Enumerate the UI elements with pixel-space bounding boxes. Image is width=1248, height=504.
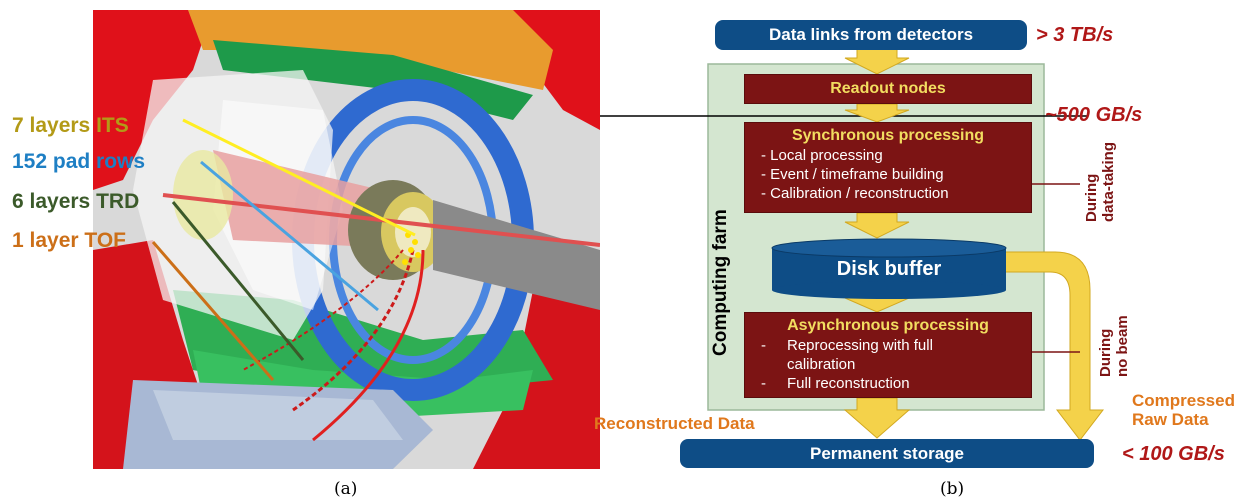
async-item-text: Reprocessing with full <box>787 337 933 354</box>
disk-buffer-label: Disk buffer <box>836 258 942 280</box>
during-data-taking-line2: data-taking <box>1100 141 1117 222</box>
readout-label: Readout nodes <box>830 80 946 97</box>
sync-list: - Local processing - Event / timeframe b… <box>761 146 1031 203</box>
async-title: Asynchronous processing <box>787 317 989 334</box>
data-flow-diagram: Data links from detectors > 3 TB/s Reado… <box>594 0 1248 504</box>
label-tof-text: 1 layer TOF <box>12 229 127 252</box>
async-item-text: calibration <box>787 356 856 373</box>
sync-title: Synchronous processing <box>791 127 985 144</box>
async-item: - Reprocessing with full <box>761 336 1031 355</box>
compressed-line1: Compressed <box>1132 391 1235 410</box>
sync-item: - Event / timeframe building <box>761 166 944 183</box>
label-trd-text: 6 layers TRD <box>12 190 140 213</box>
data-links-box: Data links from detectors <box>715 20 1027 50</box>
permanent-storage-box: Permanent storage <box>680 439 1094 468</box>
readout-box: Readout nodes <box>744 74 1032 104</box>
detector-illustration <box>93 10 600 469</box>
async-list: - Reprocessing with full calibration - Ful… <box>761 336 1031 393</box>
data-links-label: Data links from detectors <box>768 25 974 44</box>
during-data-taking: During data-taking <box>1083 142 1117 222</box>
compressed-raw-label: Compressed Raw Data <box>1132 391 1235 429</box>
during-no-beam: During no beam <box>1097 315 1131 377</box>
label-its-text: 7 layers ITS <box>12 114 129 137</box>
sync-box: Synchronous processing - Local processin… <box>744 122 1032 213</box>
permanent-storage-label: Permanent storage <box>810 444 964 463</box>
bullet: - <box>761 375 766 392</box>
caption-a: (a) <box>334 479 358 499</box>
rate-mid: ~500 GB/s <box>1045 104 1143 126</box>
caption-b: (b) <box>940 479 965 499</box>
async-box: Asynchronous processing - Reprocessing wi… <box>744 312 1032 398</box>
rate-out: < 100 GB/s <box>1122 443 1225 465</box>
computing-farm-label: Computing farm <box>710 209 731 356</box>
async-item-text: Full reconstruction <box>787 375 910 392</box>
compressed-line2: Raw Data <box>1132 410 1209 429</box>
sync-item: - Calibration / reconstruction <box>761 185 949 202</box>
sync-item: - Local processing <box>761 147 883 164</box>
async-item: calibration <box>761 355 1031 374</box>
label-pad-rows-text: 152 pad rows <box>12 150 146 173</box>
during-no-beam-line2: no beam <box>1114 315 1131 377</box>
bullet: - <box>761 337 766 354</box>
async-item: - Full reconstruction <box>761 374 1031 393</box>
detector-graphic <box>93 10 600 469</box>
during-no-beam-line1: During <box>1097 328 1114 377</box>
during-data-taking-line1: During <box>1083 173 1100 222</box>
rate-in: > 3 TB/s <box>1036 24 1114 46</box>
reconstructed-data-label: Reconstructed Data <box>594 414 755 433</box>
